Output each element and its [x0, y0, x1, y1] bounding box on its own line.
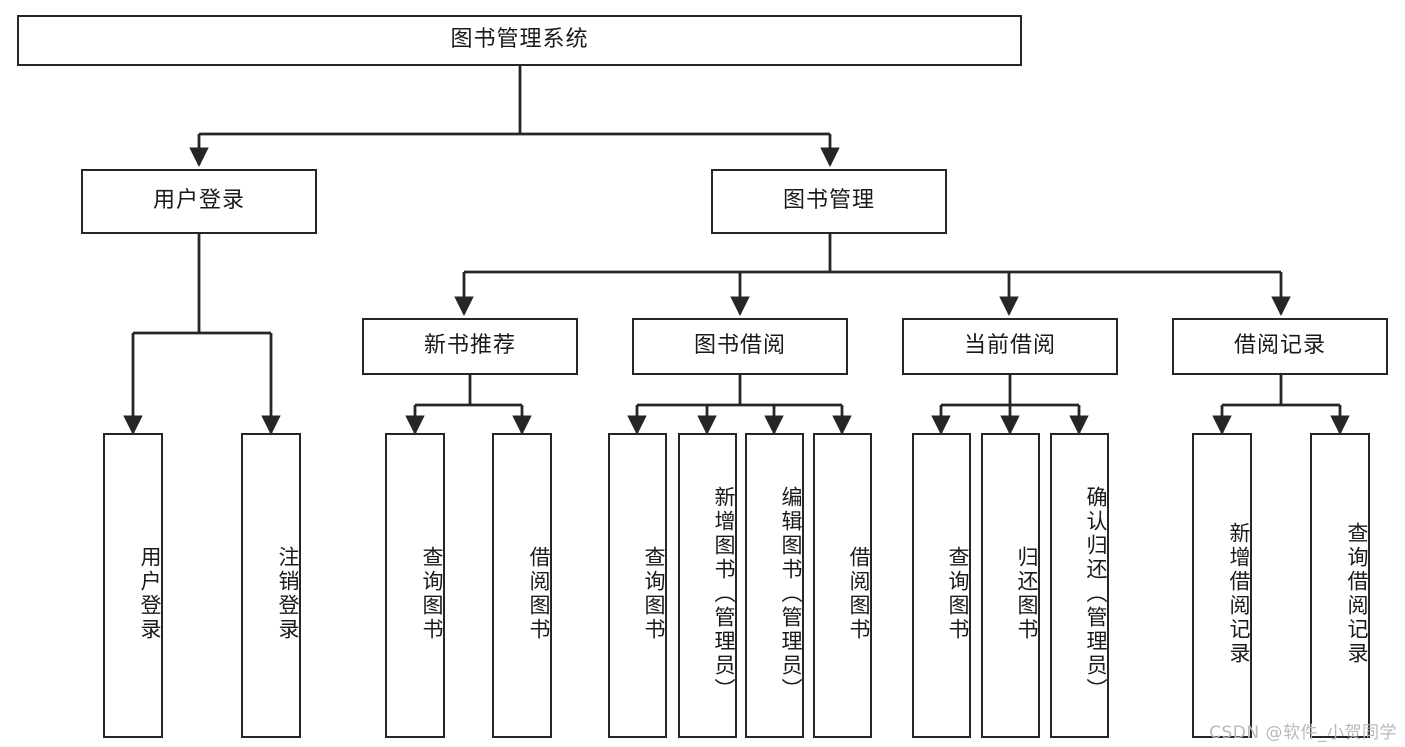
leaf-confirm-return-admin[interactable]: 确认归还（管理员）: [1050, 433, 1109, 738]
leaf-logout-login[interactable]: 注销登录: [241, 433, 301, 738]
node-label: 查询图书: [642, 545, 666, 642]
node-new-book-recommend[interactable]: 新书推荐: [362, 318, 578, 375]
leaf-user-login[interactable]: 用户登录: [103, 433, 163, 738]
leaf-query-book-3[interactable]: 查询图书: [912, 433, 971, 738]
leaf-return-book[interactable]: 归还图书: [981, 433, 1040, 738]
node-user-login[interactable]: 用户登录: [81, 169, 317, 234]
node-label: 新增图书（管理员）: [712, 485, 736, 702]
node-borrow-record[interactable]: 借阅记录: [1172, 318, 1388, 375]
leaf-query-borrow-record[interactable]: 查询借阅记录: [1310, 433, 1370, 738]
node-label: 新增借阅记录: [1227, 521, 1251, 666]
leaf-borrow-book-1[interactable]: 借阅图书: [492, 433, 552, 738]
node-label: 新书推荐: [423, 333, 516, 359]
leaf-edit-book-admin[interactable]: 编辑图书（管理员）: [745, 433, 804, 738]
csdn-watermark: CSDN @软件_小贺同学: [1209, 723, 1397, 743]
leaf-borrow-book-2[interactable]: 借阅图书: [813, 433, 872, 738]
leaf-query-book-2[interactable]: 查询图书: [608, 433, 667, 738]
leaf-add-book-admin[interactable]: 新增图书（管理员）: [678, 433, 737, 738]
node-label: 图书管理: [782, 188, 875, 214]
node-label: 查询图书: [946, 545, 970, 642]
node-root-book-management-system[interactable]: 图书管理系统: [17, 15, 1022, 66]
node-label: 借阅记录: [1233, 333, 1326, 359]
node-label: 注销登录: [276, 545, 300, 642]
node-label: 归还图书: [1015, 545, 1039, 642]
node-label: 图书管理系统: [450, 27, 589, 53]
leaf-add-borrow-record[interactable]: 新增借阅记录: [1192, 433, 1252, 738]
node-label: 借阅图书: [527, 545, 551, 642]
node-label: 确认归还（管理员）: [1084, 485, 1108, 702]
node-label: 用户登录: [152, 188, 245, 214]
node-label: 查询图书: [420, 545, 444, 642]
node-label: 图书借阅: [693, 333, 786, 359]
node-current-borrow[interactable]: 当前借阅: [902, 318, 1118, 375]
node-label: 用户登录: [138, 545, 162, 642]
node-label: 查询借阅记录: [1345, 521, 1369, 666]
node-book-management[interactable]: 图书管理: [711, 169, 947, 234]
node-label: 当前借阅: [963, 333, 1056, 359]
node-label: 借阅图书: [847, 545, 871, 642]
leaf-query-book-1[interactable]: 查询图书: [385, 433, 445, 738]
node-book-borrow[interactable]: 图书借阅: [632, 318, 848, 375]
node-label: 编辑图书（管理员）: [779, 485, 803, 702]
